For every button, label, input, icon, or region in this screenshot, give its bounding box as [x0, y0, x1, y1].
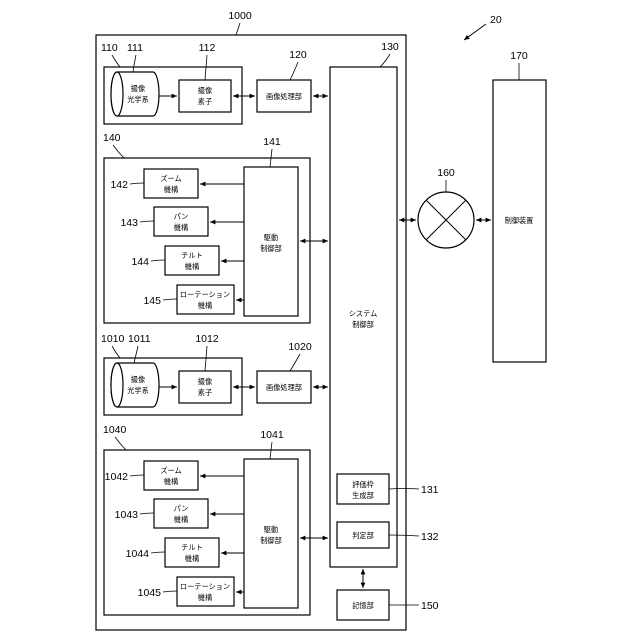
rotation-mechanism-2-label-2: 機構	[198, 593, 212, 602]
zoom-mechanism-1-label-1: ズーム	[160, 174, 181, 183]
image-processor-2-label: 画像処理部	[266, 383, 302, 392]
control-device-label: 制御装置	[505, 216, 534, 225]
pan-mechanism-1-label-1: パン	[174, 212, 189, 221]
ref-imgproc1: 120	[289, 49, 307, 61]
ref-drive2: 1040	[103, 424, 127, 436]
evaluation-frame-generator-label-1: 評価枠	[352, 480, 374, 489]
ref-system: 20	[490, 14, 502, 26]
zoom-mechanism-2-label-2: 機構	[164, 477, 178, 486]
image-sensor-1-box	[179, 80, 231, 112]
ref-drivectrl2: 1041	[260, 429, 284, 441]
ref-housing: 1000	[228, 10, 252, 22]
lens-1-label-1: 撮像	[131, 84, 145, 93]
storage-unit-label: 記憶部	[352, 601, 374, 610]
ref-sensor2: 1012	[195, 333, 219, 345]
tilt-mechanism-1-label-2: 機構	[185, 262, 199, 271]
pan-mechanism-2-label-1: パン	[174, 504, 189, 513]
ref-lens1: 111	[127, 42, 143, 54]
ref-rot1: 145	[143, 295, 161, 307]
lens-2-cylinder-face	[111, 363, 123, 407]
ref-controller: 170	[510, 50, 528, 62]
pan-mechanism-1-label-2: 機構	[174, 223, 188, 232]
ref-imgproc2: 1020	[288, 341, 312, 353]
rotation-mechanism-2-label-1: ローテーション	[180, 582, 230, 591]
image-processor-1-label: 画像処理部	[266, 92, 302, 101]
ref-network: 160	[437, 167, 455, 179]
zoom-mechanism-1-label-2: 機構	[164, 185, 178, 194]
image-sensor-2-box	[179, 371, 231, 403]
ref-storage: 150	[421, 600, 439, 612]
zoom-mechanism-2-label-1: ズーム	[160, 466, 181, 475]
ref-cam2: 1010	[101, 333, 125, 345]
rotation-mechanism-1-label-1: ローテーション	[180, 290, 230, 299]
lens-2-label-2: 光学系	[127, 386, 149, 395]
pan-mechanism-2-label-2: 機構	[174, 515, 188, 524]
lens-1-label-2: 光学系	[127, 95, 149, 104]
tilt-mechanism-2-label-2: 機構	[185, 554, 199, 563]
ref-zoom2: 1042	[105, 471, 129, 483]
ref-tilt2: 1044	[126, 548, 150, 560]
ref-pan1: 143	[120, 217, 138, 229]
ref-judge: 132	[421, 531, 439, 543]
drive-controller-1-label-1: 駆動	[264, 233, 278, 242]
ref-sensor1: 112	[199, 42, 216, 54]
image-sensor-1-label-1: 撮像	[198, 86, 212, 95]
ref-drive1: 140	[103, 132, 121, 144]
ref-sysctrl: 130	[381, 41, 399, 53]
ref-cam1: 110	[101, 42, 118, 54]
ref-eval: 131	[421, 484, 439, 496]
drive-controller-2-label-1: 駆動	[264, 525, 278, 534]
rotation-mechanism-1-label-2: 機構	[198, 301, 212, 310]
image-sensor-1-label-2: 素子	[198, 97, 212, 106]
ref-rot2: 1045	[138, 587, 162, 599]
ref-zoom1: 142	[110, 179, 128, 191]
leader-housing	[236, 23, 240, 35]
ref-tilt1: 144	[131, 256, 149, 268]
drive-controller-1-label-2: 制御部	[260, 244, 282, 253]
judgment-unit-label: 判定部	[352, 531, 374, 540]
image-sensor-2-label-2: 素子	[198, 388, 212, 397]
drive-controller-2-label-2: 制御部	[260, 536, 282, 545]
system-reference-arrow	[464, 24, 486, 40]
ref-lens2: 1011	[128, 333, 151, 345]
evaluation-frame-generator-label-2: 生成部	[352, 491, 374, 500]
ref-drivectrl1: 141	[263, 136, 281, 148]
tilt-mechanism-2-label-1: チルト	[181, 543, 203, 552]
system-controller-label-1: システム	[349, 309, 378, 318]
lens-1-cylinder-face	[111, 72, 123, 116]
tilt-mechanism-1-label-1: チルト	[181, 251, 203, 260]
image-sensor-2-label-1: 撮像	[198, 377, 212, 386]
ref-pan2: 1043	[115, 509, 139, 521]
lens-2-label-1: 撮像	[131, 375, 145, 384]
system-controller-label-2: 制御部	[352, 320, 374, 329]
